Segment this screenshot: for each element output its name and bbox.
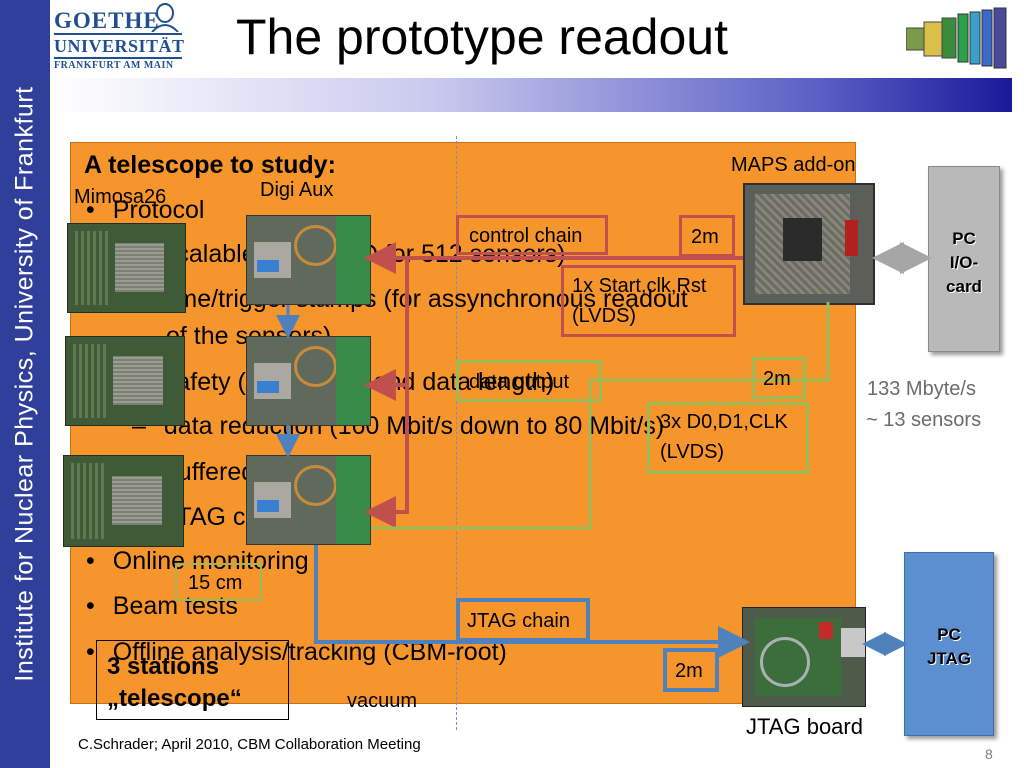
logo-rule xyxy=(54,33,182,35)
control-chain-box: control chain xyxy=(456,215,608,255)
control-signals-box: 1x Start,clk,Rst(LVDS) xyxy=(561,265,736,337)
jtag-board-label: JTAG board xyxy=(746,714,863,739)
bullet-item: •Online monitoring xyxy=(86,547,309,575)
page-number: 8 xyxy=(985,746,993,762)
control-length-box: 2m xyxy=(679,215,735,257)
jtag-chain-line xyxy=(314,545,750,658)
mimosa26-label: Mimosa26 xyxy=(74,186,167,208)
pc-jtag-line-1: PC xyxy=(937,625,961,644)
sensor-distance-box: 15 cm xyxy=(175,563,262,601)
sensor-count-label: ~ 13 sensors xyxy=(866,409,982,431)
digi-aux-label: Digi Aux xyxy=(260,179,334,201)
sidebar-banner: Institute for Nuclear Physics, Universit… xyxy=(0,0,50,768)
slide-footer: C.Schrader; April 2010, CBM Collaboratio… xyxy=(78,736,421,753)
title-gradient-bar xyxy=(50,78,1012,112)
data-length-box: 2m xyxy=(752,357,806,399)
pc-jtag-line-2: JTAG xyxy=(926,649,972,668)
data-output-line xyxy=(371,302,830,530)
goethe-portrait-icon xyxy=(151,3,179,32)
vacuum-label: vacuum xyxy=(347,690,418,712)
control-chain-line xyxy=(364,258,409,528)
jtag-length-box: 2m xyxy=(663,648,719,692)
digi-aux-board-photo xyxy=(246,336,371,426)
maps-addon-label: MAPS add-on xyxy=(731,154,856,176)
jtag-board-photo xyxy=(742,607,866,707)
panel-heading: A telescope to study: xyxy=(84,151,336,179)
logo-line-2: UNIVERSITÄT xyxy=(54,36,185,56)
pc-io-line-1: PC xyxy=(952,229,976,248)
data-rate-label: 133 Mbyte/s xyxy=(867,378,976,400)
logo-line-3: FRANKFURT AM MAIN xyxy=(54,60,174,71)
bullet-item: •Protocol xyxy=(86,196,205,224)
mimosa26-sensor-photo xyxy=(67,223,186,313)
digi-aux-board-photo xyxy=(246,455,371,545)
stations-box: 3 stations „telescope“ xyxy=(96,640,289,720)
data-signals-box: 3x D0,D1,CLK(LVDS) xyxy=(647,402,809,474)
data-output-box: data output xyxy=(456,360,602,402)
vacuum-boundary-line xyxy=(456,136,457,730)
stations-line-2: „telescope“ xyxy=(107,685,242,712)
pc-io-line-3: card xyxy=(946,277,982,296)
pc-io-line-2: I/O- xyxy=(949,253,979,272)
pc-io-card-box: PC I/O- card xyxy=(928,166,1000,352)
logo-line-1: GOETHE xyxy=(54,8,160,33)
cbm-detector-icon xyxy=(906,7,1007,69)
jtag-chain-box: JTAG chain xyxy=(456,598,590,642)
mimosa26-sensor-photo xyxy=(63,455,184,547)
mimosa26-sensor-photo xyxy=(65,336,185,426)
logo-rule-2 xyxy=(54,57,182,59)
stations-line-1: 3 stations xyxy=(107,653,220,680)
slide-title: The prototype readout xyxy=(236,9,728,65)
university-logo: GOETHE UNIVERSITÄT FRANKFURT AM MAIN xyxy=(54,2,184,74)
